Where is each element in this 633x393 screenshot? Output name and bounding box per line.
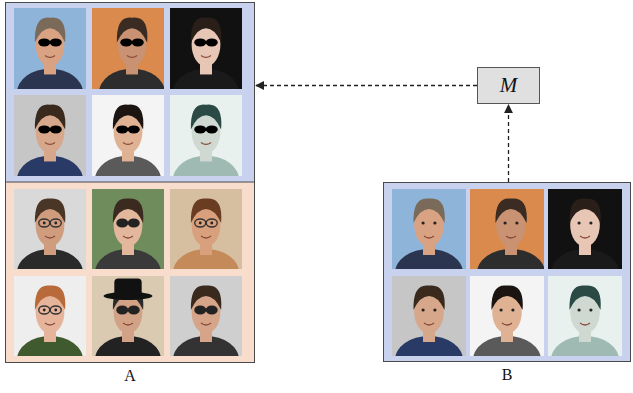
image-panel: B bbox=[383, 182, 631, 362]
panel-divider bbox=[5, 181, 255, 182]
image-panel: A bbox=[5, 2, 255, 363]
glasses-panel-ground bbox=[5, 182, 255, 363]
dashed-arrow bbox=[256, 85, 477, 86]
masked-panel-ground bbox=[5, 2, 255, 182]
face-photo bbox=[392, 276, 466, 384]
face-photo bbox=[14, 95, 86, 204]
dashed-arrow bbox=[508, 105, 509, 182]
model-box: M bbox=[477, 67, 540, 104]
model-label: M bbox=[500, 75, 518, 96]
panel-label: A bbox=[6, 367, 254, 385]
face-photo bbox=[548, 276, 622, 384]
face-photo bbox=[14, 276, 86, 384]
face-photo bbox=[170, 95, 242, 204]
clean-panel-ground bbox=[383, 182, 631, 362]
face-photo bbox=[92, 95, 164, 204]
panel-label: B bbox=[384, 366, 630, 384]
face-photo bbox=[170, 276, 242, 384]
